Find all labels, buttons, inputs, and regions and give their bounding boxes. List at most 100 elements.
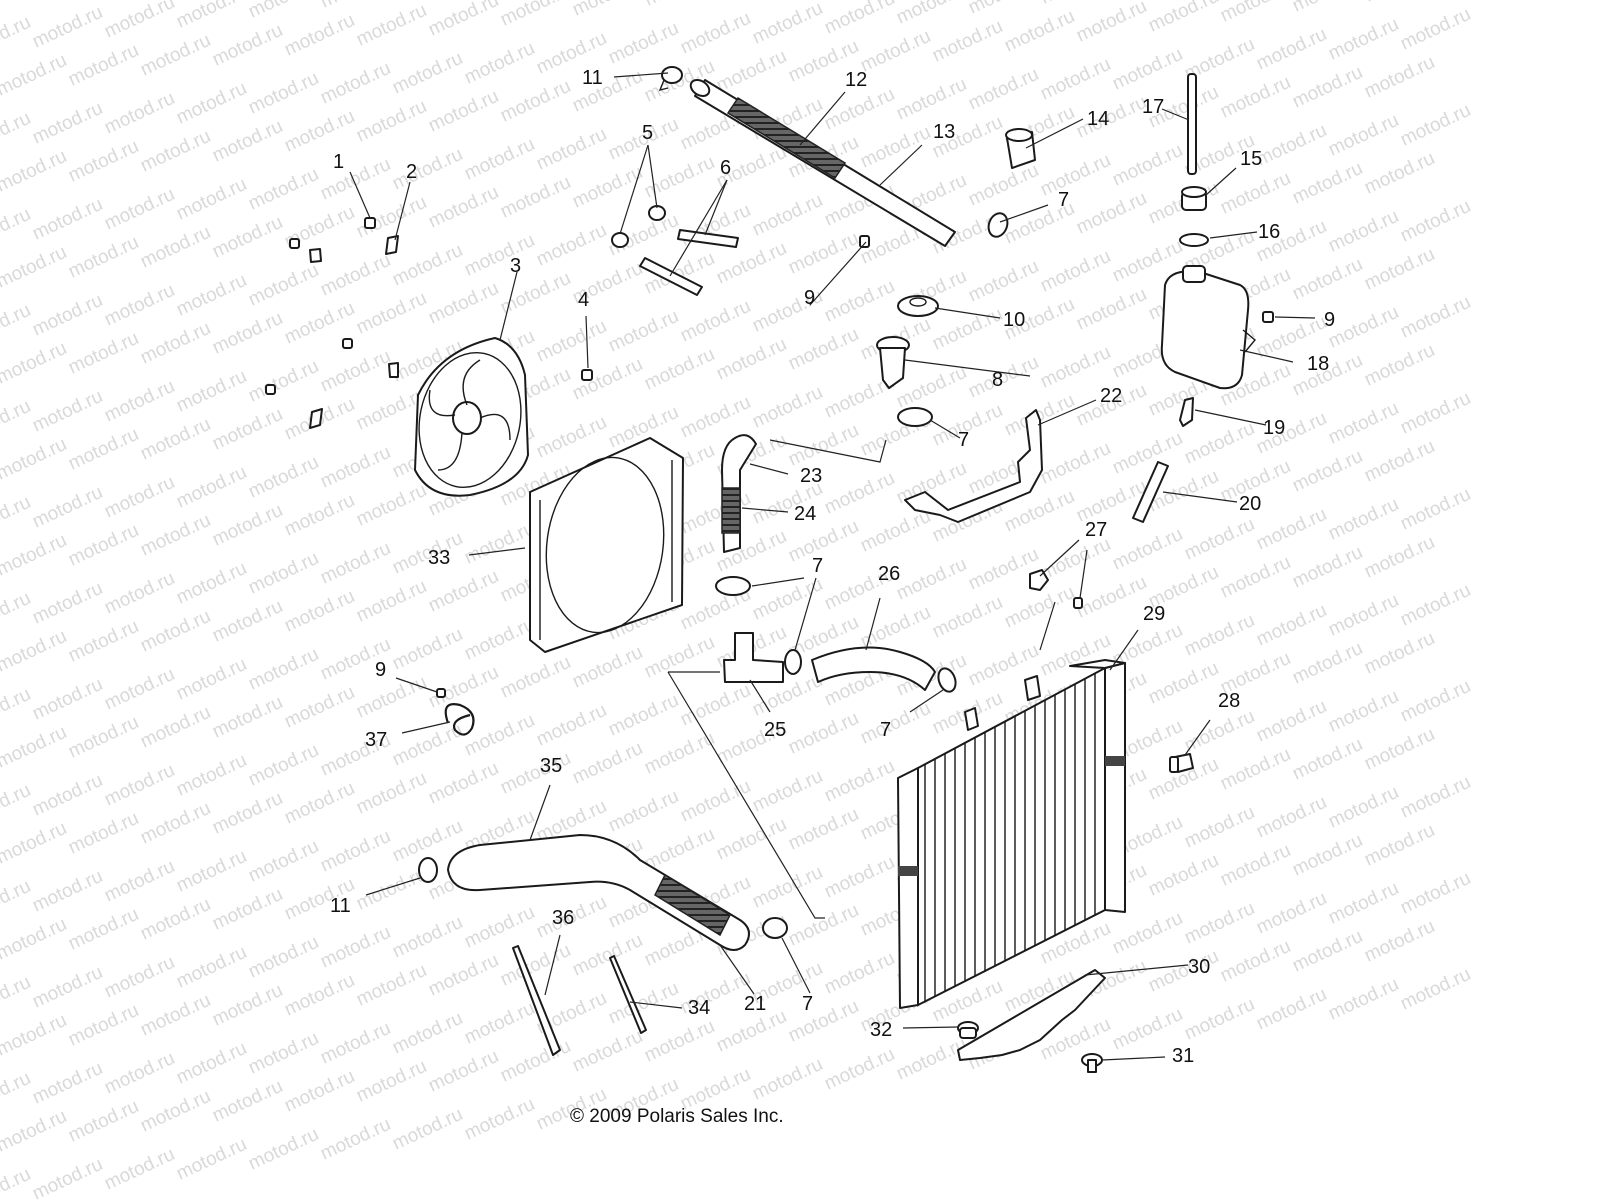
watermark-text: motod.ru <box>605 18 682 69</box>
watermark-text: motod.ru <box>353 1056 430 1107</box>
watermark-text: motod.ru <box>173 462 250 513</box>
watermark-text: motod.ru <box>101 0 178 43</box>
watermark-text: motod.ru <box>137 894 214 945</box>
watermark-text: motod.ru <box>209 308 286 359</box>
watermark-text: motod.ru <box>821 948 898 999</box>
watermark-text: motod.ru <box>173 270 250 321</box>
lower-bracket <box>957 969 1106 1061</box>
watermark-text: motod.ru <box>425 950 502 1001</box>
watermark-text: motod.ru <box>1325 14 1402 65</box>
watermark-text: motod.ru <box>353 768 430 819</box>
mounting-bracket <box>904 409 1043 523</box>
callout-7-c: 7 <box>812 555 823 577</box>
watermark-text: motod.ru <box>497 0 574 31</box>
watermark-text: motod.ru <box>1037 438 1114 489</box>
watermark-text: motod.ru <box>533 412 610 463</box>
watermark-text: motod.ru <box>353 96 430 147</box>
watermark-text: motod.ru <box>461 1094 538 1145</box>
watermark-text: motod.ru <box>1397 4 1474 55</box>
copyright-notice: © 2009 Polaris Sales Inc. <box>570 1106 784 1127</box>
watermark-text: motod.ru <box>1217 552 1294 603</box>
hose-clamp-7a <box>897 407 933 427</box>
watermark-text: motod.ru <box>65 616 142 667</box>
watermark-text: motod.ru <box>1253 984 1330 1035</box>
watermark-text: motod.ru <box>1325 686 1402 737</box>
watermark-text: motod.ru <box>821 276 898 327</box>
watermark-text: motod.ru <box>29 194 106 245</box>
watermark-text: motod.ru <box>1181 610 1258 661</box>
connector-tubes-6 <box>639 229 739 296</box>
watermark-text: motod.ru <box>1361 436 1438 487</box>
watermark-text: motod.ru <box>1253 696 1330 747</box>
watermark-text: motod.ru <box>101 1048 178 1099</box>
hose-clamp-top <box>658 66 683 92</box>
watermark-text: motod.ru <box>749 862 826 913</box>
watermark-text: motod.ru <box>281 106 358 157</box>
callout-2: 2 <box>406 161 417 183</box>
watermark-text: motod.ru <box>65 328 142 379</box>
watermark-text: motod.ru <box>821 0 898 39</box>
watermark-text: motod.ru <box>0 108 34 159</box>
watermark-text: motod.ru <box>1073 188 1150 239</box>
watermark-text: motod.ru <box>749 382 826 433</box>
watermark-text: motod.ru <box>389 912 466 963</box>
watermark-text: motod.ru <box>245 836 322 887</box>
watermark-text: motod.ru <box>29 578 106 629</box>
watermark-text: motod.ru <box>1361 340 1438 391</box>
watermark-text: motod.ru <box>137 798 214 849</box>
watermark-text: motod.ru <box>821 468 898 519</box>
watermark-text: motod.ru <box>0 396 34 447</box>
watermark-text: motod.ru <box>425 566 502 617</box>
watermark-text: motod.ru <box>1037 0 1114 9</box>
watermark-text: motod.ru <box>1109 44 1186 95</box>
watermark-text: motod.ru <box>0 876 34 927</box>
watermark-text: motod.ru <box>281 970 358 1021</box>
watermark-text: motod.ru <box>713 334 790 385</box>
watermark-text: motod.ru <box>929 16 1006 67</box>
watermark-text: motod.ru <box>317 250 394 301</box>
watermark-text: motod.ru <box>1361 0 1438 7</box>
watermark-text: motod.ru <box>461 614 538 665</box>
watermark-text: motod.ru <box>1037 246 1114 297</box>
callout-24: 24 <box>794 503 816 525</box>
watermark-text: motod.ru <box>965 160 1042 211</box>
watermark-text: motod.ru <box>749 766 826 817</box>
radiator-cap <box>897 295 939 317</box>
watermark-text: motod.ru <box>65 520 142 571</box>
watermark-text: motod.ru <box>785 324 862 375</box>
watermark-text: motod.ru <box>0 1010 70 1061</box>
watermark-text: motod.ru <box>1217 840 1294 891</box>
watermark-text: motod.ru <box>785 900 862 951</box>
watermark-text: motod.ru <box>29 2 106 53</box>
watermark-text: motod.ru <box>137 510 214 561</box>
callout-16: 16 <box>1258 221 1280 243</box>
watermark-text: motod.ru <box>209 980 286 1031</box>
watermark-text: motod.ru <box>821 852 898 903</box>
watermark-text: motod.ru <box>29 482 106 533</box>
watermark-text: motod.ru <box>1109 428 1186 479</box>
watermark-text: motod.ru <box>1361 628 1438 679</box>
watermark-text: motod.ru <box>1073 92 1150 143</box>
hose-clamp-7f <box>762 917 788 939</box>
watermark-text: motod.ru <box>461 998 538 1049</box>
watermark-text: motod.ru <box>245 740 322 791</box>
watermark-text: motod.ru <box>0 300 34 351</box>
screw-9c <box>436 688 446 698</box>
callout-labels: 1 2 3 4 5 6 7 8 9 10 11 12 13 14 15 16 1… <box>330 67 1335 1067</box>
watermark-text: motod.ru <box>1397 196 1474 247</box>
watermark-text: motod.ru <box>101 856 178 907</box>
watermark-text: motod.ru <box>0 1106 70 1157</box>
watermark-text: motod.ru <box>0 204 34 255</box>
watermark-text: motod.ru <box>965 0 1042 19</box>
screw-9a <box>859 235 870 248</box>
watermark-text: motod.ru <box>1217 72 1294 123</box>
watermark-text: motod.ru <box>245 260 322 311</box>
watermark-text: motod.ru <box>245 644 322 695</box>
watermark-text: motod.ru <box>569 642 646 693</box>
watermark-text: motod.ru <box>461 38 538 89</box>
watermark-text: motod.ru <box>65 232 142 283</box>
watermark-text: motod.ru <box>425 278 502 329</box>
watermark-text: motod.ru <box>1289 62 1366 113</box>
callout-28: 28 <box>1218 690 1240 712</box>
